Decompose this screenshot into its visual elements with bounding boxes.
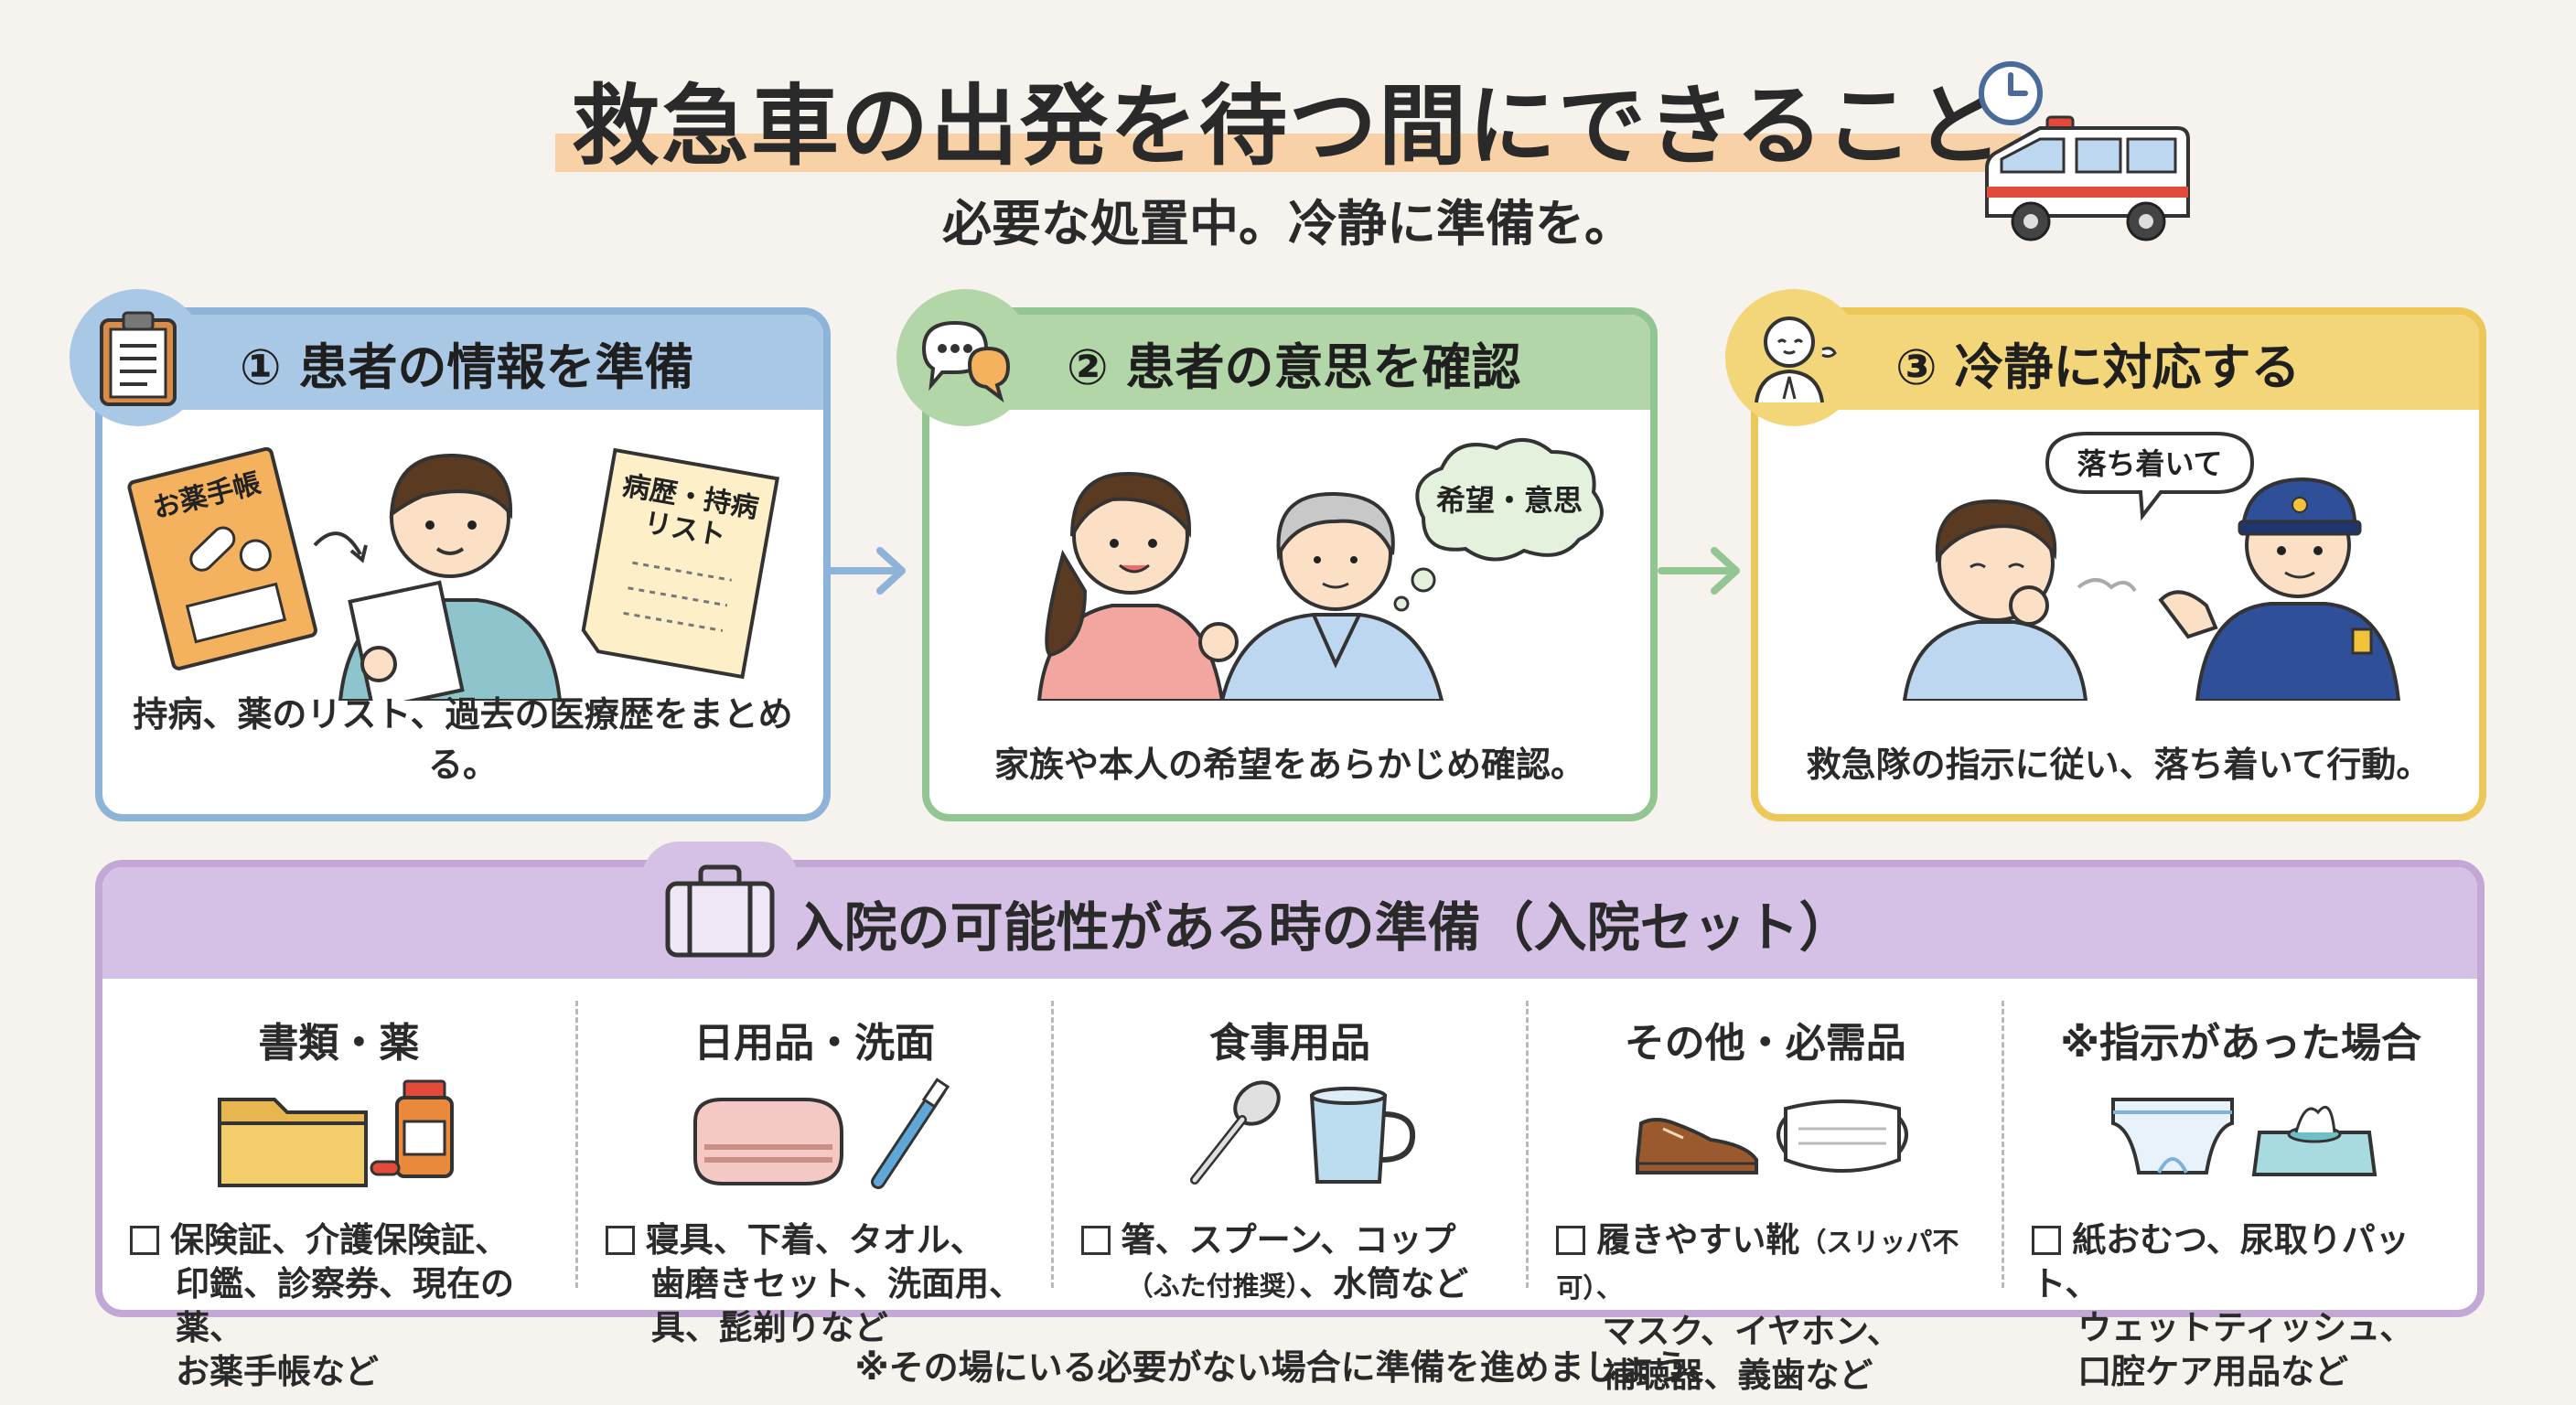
kit-item-text: 具、髭剃りなど [650,1308,888,1347]
checkbox[interactable] [605,1226,635,1255]
arrow-right-icon [1658,547,1740,595]
kit-column-documents: 書類・薬 保険証、介護保険証、 印鑑、診察券、現在の薬、 お薬手帳など [102,1001,578,1391]
kit-column-toiletries: 日用品・洗面 寝具、下着、タオル、 歯磨きセット、洗面用、 具、髭剃りなど [578,1001,1054,1347]
kit-item-text: 歯磨きセット、洗面用、 [650,1264,1024,1303]
kit-item-note: （ふた付推奨） [1126,1271,1300,1302]
checkbox[interactable] [1080,1226,1111,1255]
kit-item-text: 寝具、下着、タオル、 [645,1220,984,1260]
folder-and-medicine-icon [218,1079,455,1187]
kit-column-title: 書類・薬 [258,1020,420,1067]
suitcase-icon [642,842,798,979]
thought-cloud: 希望・意思 [1393,437,1604,612]
paramedic [2158,477,2401,701]
checkbox[interactable] [2032,1226,2062,1255]
kit-item-list: 履きやすい靴（スリッパ不可）、 マスク、イヤホン、 補聴器、義歯など [1556,1218,1994,1398]
title-wrap: 救急車の出発を待つ間にできること [0,55,2576,182]
card-header: ② 患者の意思を確認 [929,315,1650,410]
kit-item-text: 保険証、介護保険証、 [170,1220,509,1260]
spoon-and-cup-icon [1189,1080,1415,1185]
kit-item-list: 保険証、介護保険証、 印鑑、診察券、現在の薬、 お薬手帳など [130,1218,568,1394]
wish-label: 希望・意思 [1436,483,1583,518]
kit-item-text: 履きやすい靴 [1596,1220,1800,1260]
footnote: ※その場にいる必要がない場合に準備を進めましょう。 [854,1347,1722,1388]
speech-bubble-calm: 落ち着いて [2045,432,2255,521]
kit-item-text: 口腔ケア用品など [2077,1352,2349,1391]
kit-column-dining: 食事用品 箸、スプーン、コップ （ふた付推奨）、水筒など [1054,1001,1530,1303]
kit-title: ④ 入院の可能性がある時の準備（入院セット） [727,896,1852,959]
arrow-right-icon [823,547,906,595]
kit-header: ④ 入院の可能性がある時の準備（入院セット） [102,867,2477,979]
stay-calm-illustration: 落ち着いて [1902,432,2401,701]
kit-item-text: 印鑑、診察券、現在の薬、 [176,1264,514,1347]
card-caption: 家族や本人の希望をあらかじめ確認。 [993,745,1585,785]
diaper-and-wipes-icon [2110,1098,2377,1176]
kit-item-text: 、水筒など [1299,1264,1469,1303]
card-stay-calm: ③ 冷静に対応する 落ち着いて [1725,289,2486,821]
page-title: 救急車の出発を待つ間にできること [554,55,2022,182]
kit-column-title: その他・必需品 [1624,1020,1906,1067]
card-caption: 救急隊の指示に従い、落ち着いて行動。 [1806,745,2431,785]
clipboard-icon [70,289,207,426]
kit-item-text: ウェットティッシュ、 [2077,1308,2414,1347]
medicine-notebook: お薬手帳 [127,446,317,670]
kit-column-title: ※指示があった場合 [2060,1020,2421,1067]
elderly-patient [1219,491,1444,701]
calm-person-icon [1725,289,1862,426]
card-title: ③ 冷静に対応する [1895,338,2301,396]
checkbox[interactable] [130,1226,159,1255]
card-caption: 持病、薬のリスト、過去の医療歴をまとめる。 [133,694,793,785]
page-subtitle: 必要な処置中。冷静に準備を。 [942,195,1634,252]
kit-item-text: マスク、イヤホン、 [1602,1312,1901,1351]
kit-columns: 書類・薬 保険証、介護保険証、 印鑑、診察券、現在の薬、 お薬手帳など 日用品・… [102,979,2477,1395]
kit-item-note: （スリッパ不可）、 [1556,1227,1959,1303]
towel-and-toothbrush-icon [693,1078,950,1189]
calm-label: 落ち着いて [2077,446,2222,481]
kit-item-list: 寝具、下着、タオル、 歯磨きセット、洗面用、 具、髭剃りなど [605,1218,1044,1350]
kit-item-list: 紙おむつ、尿取りパット、 ウェットティッシュ、 口腔ケア用品など [2032,1218,2470,1394]
card-patient-wishes: ② 患者の意思を確認 希望・意思 [896,289,1658,821]
kit-item-text: 補聴器、義歯など [1602,1356,1873,1395]
history-list: 病歴・持病 リスト [581,447,780,680]
kit-item-text: 紙おむつ、尿取りパット、 [2032,1220,2410,1303]
speech-bubbles-icon [896,289,1034,426]
family-member [1036,471,1239,701]
card-patient-info: ① 患者の情報を準備 お薬手帳 [70,289,831,821]
kit-column-essentials: その他・必需品 履きやすい靴（スリッパ不可）、 マスク、イヤホン、 補聴器、義歯… [1529,1001,2005,1395]
person-reading [338,453,563,701]
calming-patient [1902,499,2137,701]
card-title: ① 患者の情報を準備 [240,338,694,396]
ambulance-icon [1985,115,2190,241]
kit-column-if-instructed: ※指示があった場合 紙おむつ、尿取りパット、 ウェットティッシュ、 口腔ケア用品… [2004,1001,2477,1391]
kit-column-title: 食事用品 [1208,1020,1370,1067]
kit-item-text: 箸、スプーン、コップ [1121,1220,1456,1260]
kit-item-list: 箸、スプーン、コップ （ふた付推奨）、水筒など [1080,1218,1519,1308]
card-header: ① 患者の情報を準備 [102,315,823,410]
kit-item-text: お薬手帳など [176,1352,379,1391]
card-header: ③ 冷静に対応する [1758,315,2479,410]
hospital-kit-panel: ④ 入院の可能性がある時の準備（入院セット） 書類・薬 保険証、介護保険証、 印… [95,842,2485,1395]
clock-icon [1979,61,2043,125]
checkbox[interactable] [1556,1226,1586,1255]
shoe-and-mask-icon [1635,1099,1908,1174]
patient-info-illustration: お薬手帳 病歴・持病 リスト [127,446,780,701]
patient-wishes-illustration: 希望・意思 [1036,437,1604,701]
kit-column-title: 日用品・洗面 [693,1020,936,1067]
card-title: ② 患者の意思を確認 [1067,338,1521,396]
